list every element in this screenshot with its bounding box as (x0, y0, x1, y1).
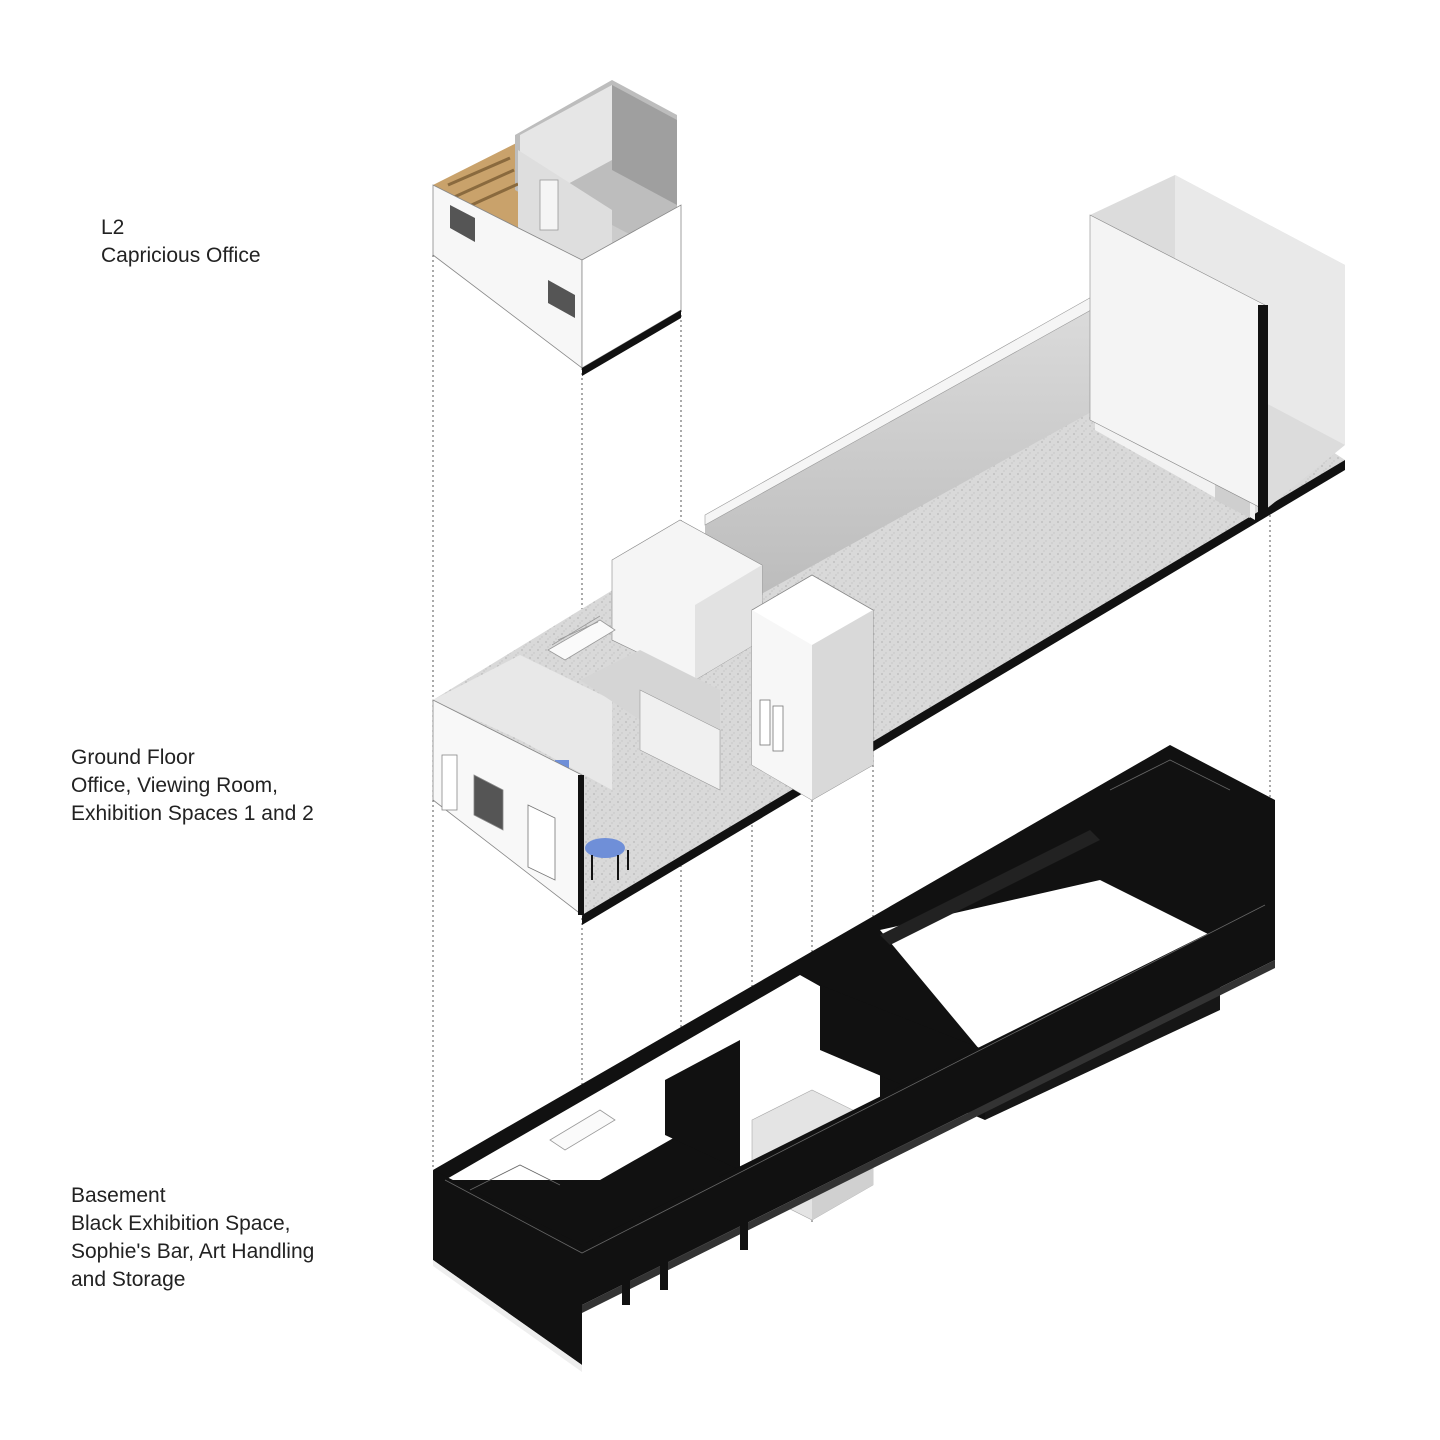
ground-floor-volume (432, 175, 1345, 925)
level-description: Black Exhibition Space, (71, 1212, 291, 1235)
level-description: Sophie's Bar, Art Handling (71, 1240, 315, 1263)
level-name: Ground Floor (71, 746, 195, 769)
level-description: Capricious Office (101, 244, 261, 267)
level-name: L2 (101, 216, 125, 239)
level-label-ground-floor: Ground Floor Office, Viewing Room, Exhib… (71, 744, 314, 828)
level-label-basement: Basement Black Exhibition Space, Sophie'… (71, 1182, 314, 1294)
l2-office-volume (432, 80, 682, 376)
level-name: Basement (71, 1184, 166, 1207)
level-description: and Storage (71, 1268, 186, 1291)
level-label-l2: L2 Capricious Office (101, 214, 261, 270)
level-description: Exhibition Spaces 1 and 2 (71, 802, 314, 825)
level-description: Office, Viewing Room, (71, 774, 278, 797)
basement-volume (433, 745, 1275, 1372)
